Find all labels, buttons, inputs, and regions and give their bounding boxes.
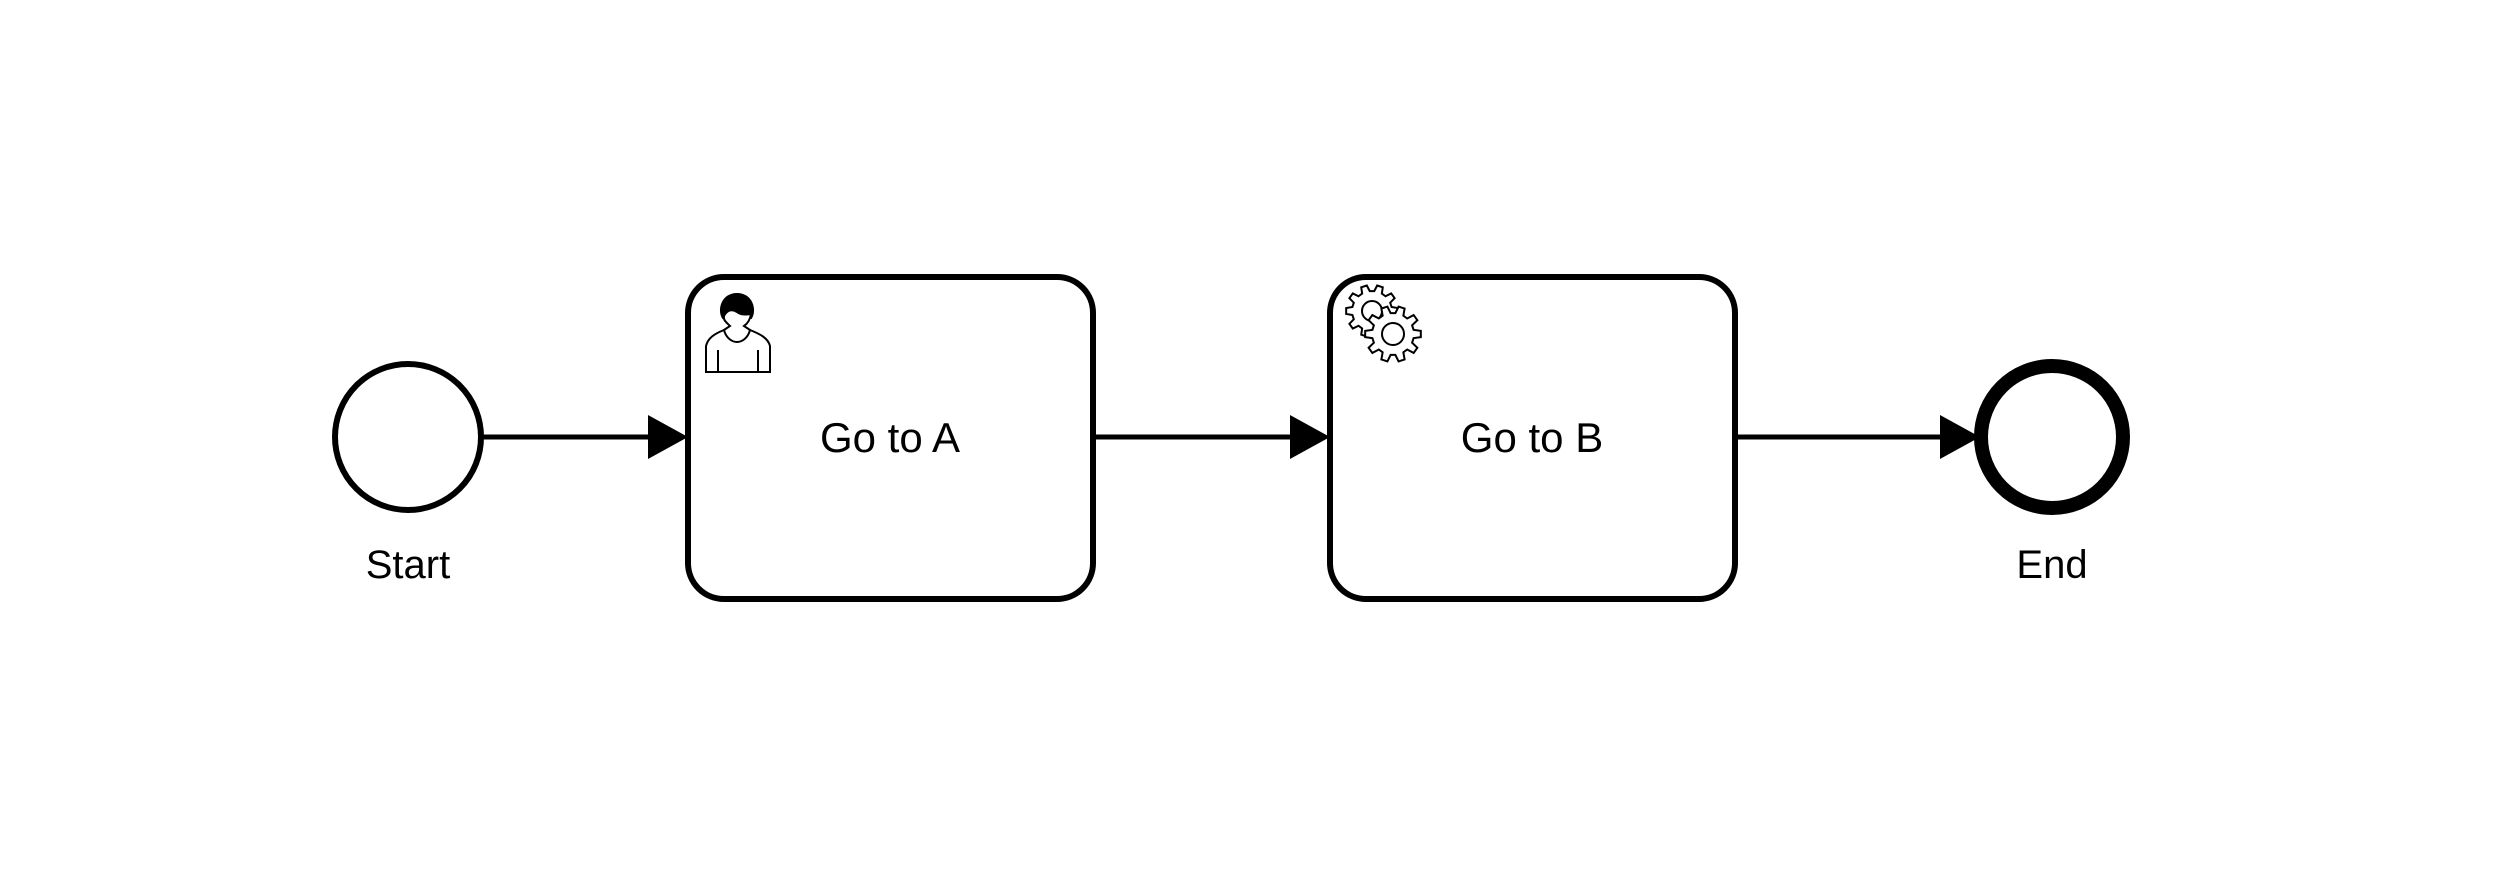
end-event-label: End (2016, 543, 2087, 587)
gear-icon (1345, 284, 1422, 363)
sequence-flow-start-to-a[interactable] (483, 415, 688, 459)
task-go-to-b-label: Go to B (1461, 414, 1603, 461)
start-event[interactable] (332, 361, 484, 513)
task-go-to-b[interactable] (1327, 274, 1738, 602)
task-go-to-a-label: Go to A (820, 414, 960, 461)
gear-front-hole (1381, 322, 1405, 346)
sequence-flow-a-to-b[interactable] (1093, 415, 1330, 459)
task-go-to-a[interactable] (685, 274, 1096, 602)
start-event-label: Start (366, 543, 450, 587)
end-event[interactable] (1974, 359, 2130, 515)
sequence-flow-b-to-end[interactable] (1735, 415, 1980, 459)
user-icon (705, 292, 771, 373)
